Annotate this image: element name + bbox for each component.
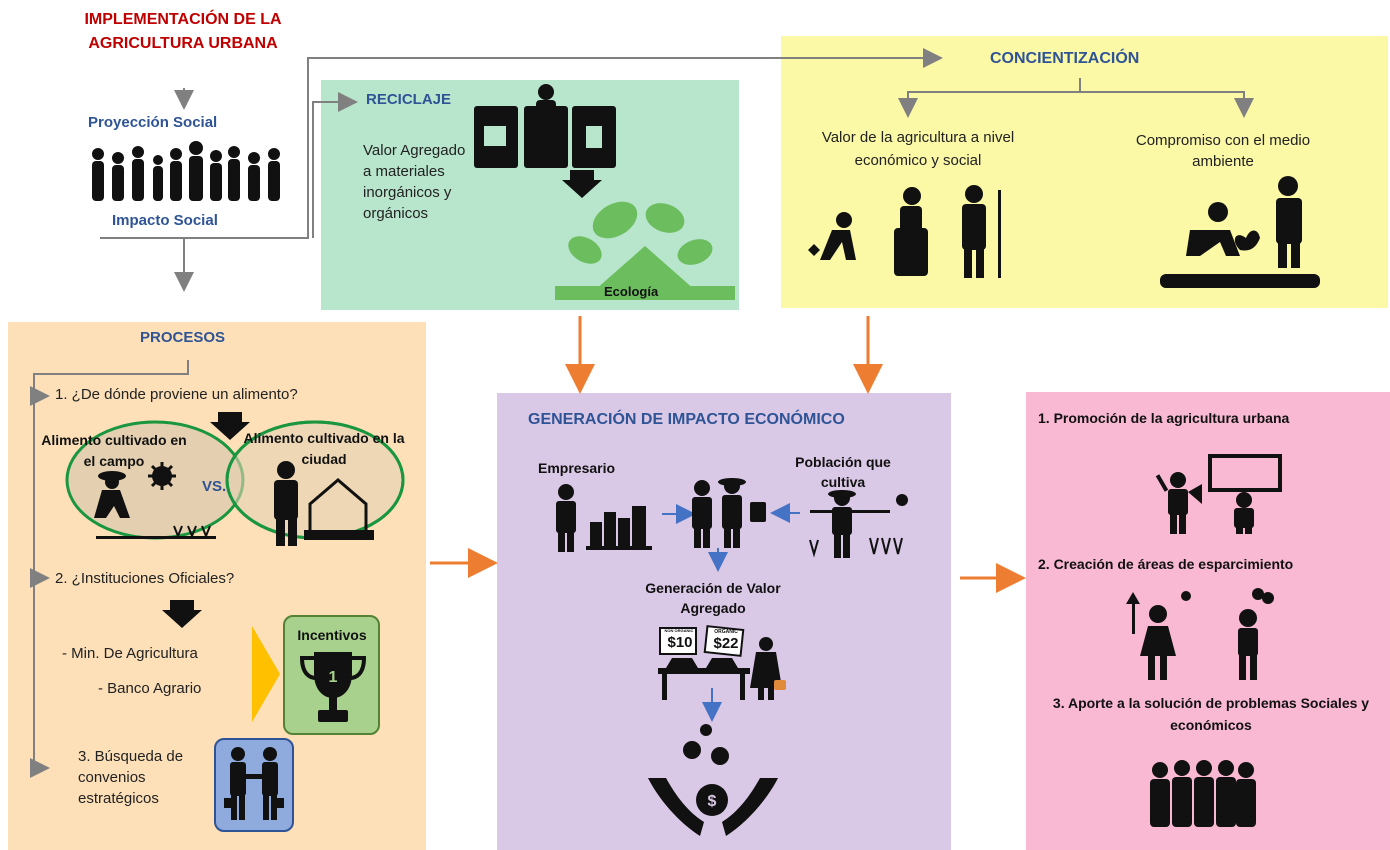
social-impact-label: Impacto Social [112,212,218,229]
recycling-text: Valor Agregado a materiales inorgánicos … [363,142,466,222]
chevron-right-icon [252,626,280,722]
recreation-people-icon [1126,588,1274,680]
market-stall-icon [658,625,786,700]
recycling-bins-icon [474,84,616,168]
venn-field-label: Alimento cultivado en el campo [41,432,187,469]
trophy-icon: 1 [299,652,367,722]
field-farmer-icon [94,462,216,539]
institution-2: - Banco Agrario [98,680,202,697]
svg-text:1: 1 [329,669,338,686]
ecology-leaves-icon [555,201,735,300]
down-arrow-icon [210,412,250,440]
farmers-icon [808,185,1001,278]
institution-1: - Min. De Agricultura [62,645,198,662]
awareness-value-text: Valor de la agricultura a nivel económic… [821,129,1015,169]
result-1-label: 1. Promoción de la agricultura urbana [1038,410,1290,426]
handshake-icon [224,747,284,820]
agreements-box [214,738,294,832]
price-tag-2: $22 [713,635,739,652]
planting-people-icon [1160,176,1320,288]
price-tag-2-label: ORGANIC [714,629,738,635]
svg-text:$: $ [708,793,717,810]
promotion-people-icon [1155,454,1282,534]
process-question-2: 2. ¿Instituciones Oficiales? [55,570,235,587]
market-people-icon [692,478,766,548]
economic-panel [497,393,951,850]
main-title: IMPLEMENTACIÓN DE LA AGRICULTURA URBANA [84,11,282,52]
venn-vs-label: VS. [202,478,227,495]
process-question-3: 3. Búsqueda de convenios estratégicos [78,748,184,807]
result-3-label: 3. Aporte a la solución de problemas Soc… [1052,695,1370,733]
awareness-title: CONCIENTIZACIÓN [990,50,1140,67]
money-hands-icon: $ [648,724,778,836]
population-label: Población que cultiva [795,454,891,490]
ecology-label: Ecología [604,284,659,299]
process-question-1: 1. ¿De dónde proviene un alimento? [55,386,298,403]
grower-icon [809,490,908,558]
entrepreneur-icon [556,484,652,552]
venn-city-label: Alimento cultivado en la ciudad [243,430,405,467]
price-tag-1: $10 [667,634,693,651]
crowd-icon [92,141,280,201]
value-generation-label: Generación de Valor Agregado [645,580,781,616]
group-people-icon [1150,760,1256,827]
economic-title: GENERACIÓN DE IMPACTO ECONÓMICO [528,411,845,428]
down-arrow-icon [162,600,202,628]
awareness-commitment-text: Compromiso con el medio ambiente [1135,132,1311,170]
recycling-title: RECICLAJE [366,91,452,108]
social-projection-label: Proyección Social [88,114,218,131]
entrepreneur-label: Empresario [538,460,616,476]
processes-title: PROCESOS [140,329,226,346]
city-farmer-icon [274,461,374,546]
price-tag-1-label: NON ORGANIC [664,628,694,633]
down-arrow-icon [562,170,602,198]
result-2-label: 2. Creación de áreas de esparcimiento [1038,556,1294,572]
incentives-label: Incentivos [297,627,367,643]
